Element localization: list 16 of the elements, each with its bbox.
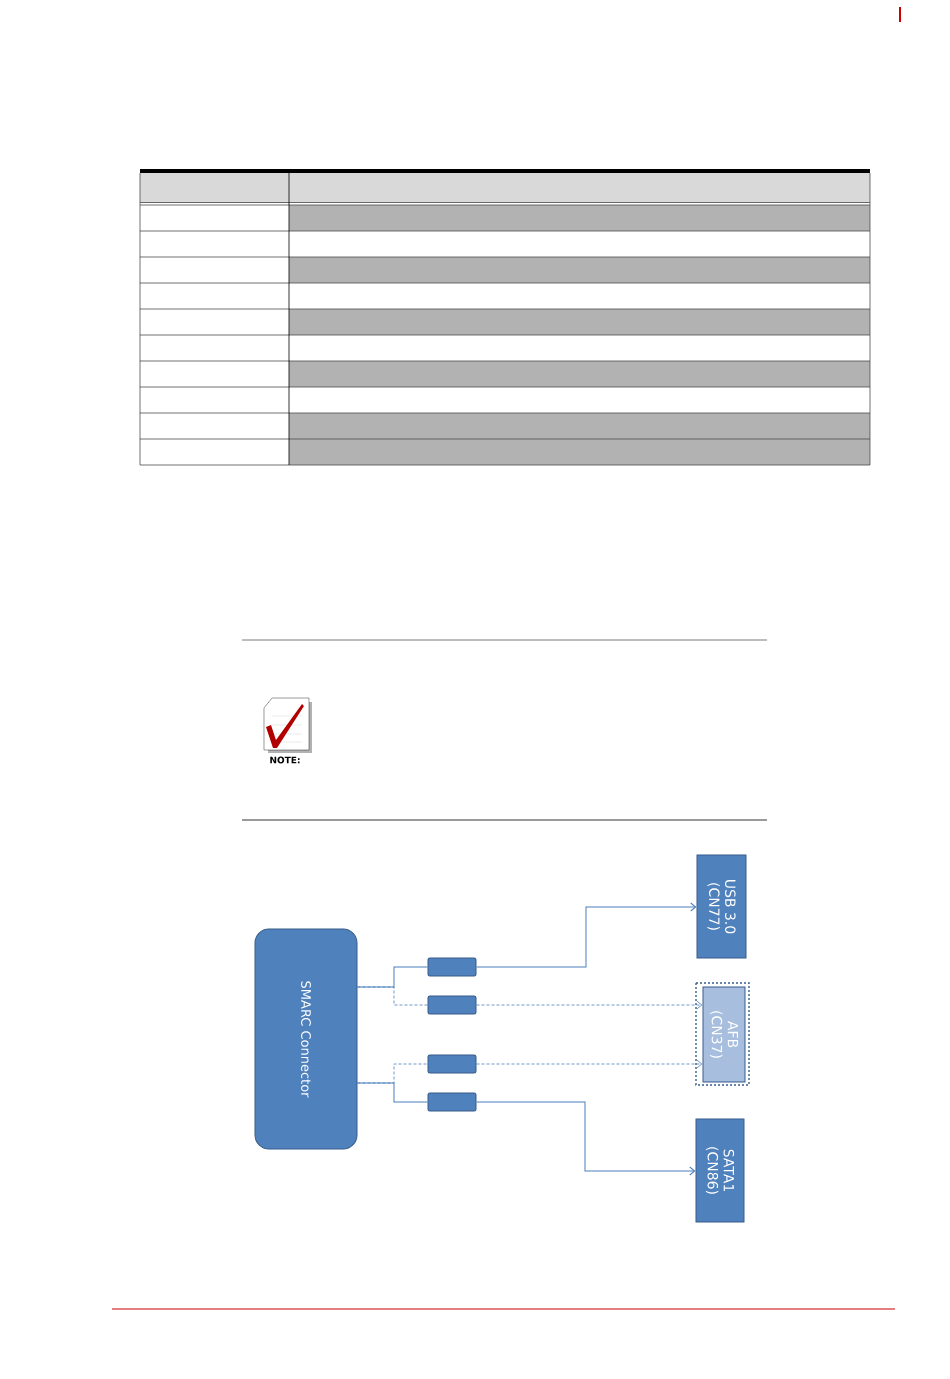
connector-block: SMARC Connector	[254, 928, 358, 1150]
port-box: USB 3.0 (CN77)	[696, 854, 747, 959]
connector	[476, 1000, 703, 1010]
connector	[476, 1059, 703, 1069]
dashed-port-box: AFB (CN37)	[695, 982, 750, 1086]
note-label: NOTE:	[270, 756, 300, 764]
port-box: SATA1 (CN86)	[695, 1118, 745, 1223]
component-box	[427, 957, 477, 977]
component-box	[427, 1054, 477, 1074]
connector	[357, 1082, 428, 1103]
connector	[357, 986, 428, 1006]
component-box	[427, 1092, 477, 1112]
connector	[476, 902, 697, 968]
component-box	[427, 995, 477, 1015]
connector	[476, 1101, 696, 1176]
connector	[357, 966, 428, 988]
